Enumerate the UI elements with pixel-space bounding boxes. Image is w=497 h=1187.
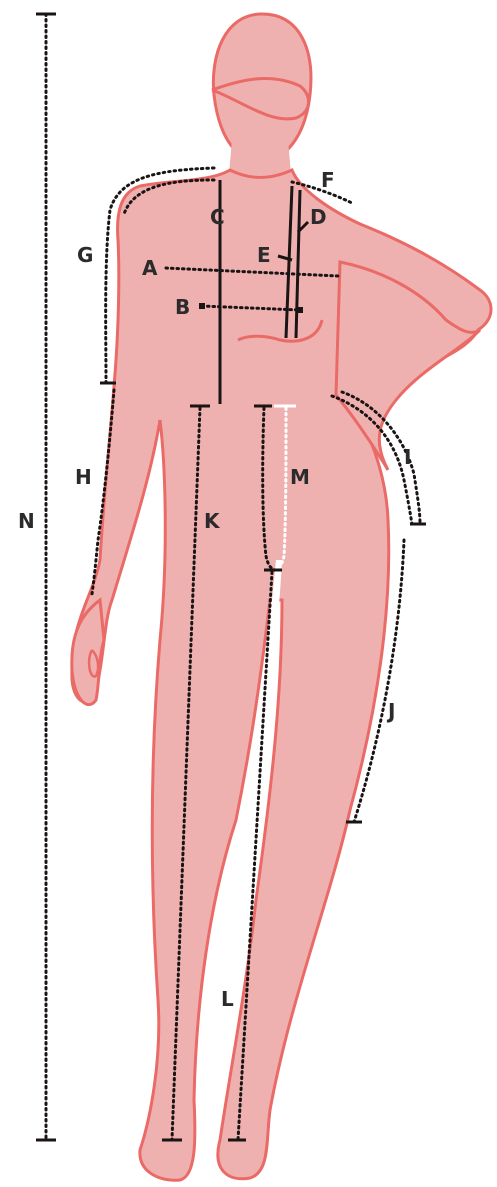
- label-E: E: [257, 243, 271, 267]
- label-B: B: [175, 295, 190, 319]
- label-M: M: [290, 465, 310, 489]
- head: [213, 14, 311, 162]
- label-N: N: [18, 509, 35, 533]
- body-silhouette: [72, 14, 491, 1180]
- label-H: H: [75, 465, 92, 489]
- label-K: K: [204, 509, 221, 533]
- label-F: F: [321, 168, 335, 192]
- label-A: A: [142, 256, 158, 280]
- label-G: G: [77, 243, 93, 267]
- label-C: C: [210, 205, 225, 229]
- left-hand: [72, 600, 104, 705]
- label-D: D: [310, 205, 327, 229]
- measure-B-end-left: [199, 303, 205, 309]
- label-J: J: [386, 699, 395, 723]
- label-I: I: [404, 445, 411, 469]
- label-L: L: [221, 987, 234, 1011]
